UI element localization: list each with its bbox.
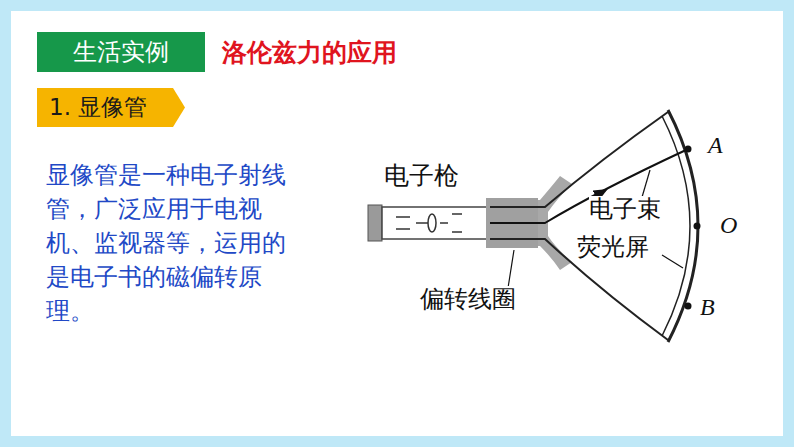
tab-label: 1. 显像管 <box>49 92 147 123</box>
slide-title: 洛伦兹力的应用 <box>222 36 397 69</box>
point-label: B <box>700 294 715 322</box>
description-text: 显像管是一种电子射线管，广泛应用于电视机、监视器等，运用的是电子书的磁偏转原理。 <box>46 158 308 328</box>
yellow-tab: 1. 显像管 <box>37 88 185 127</box>
point-label: A <box>708 132 723 160</box>
green-tab: 生活实例 <box>37 32 205 72</box>
part-name: 电子束 <box>589 196 661 224</box>
tab-label: 生活实例 <box>73 36 169 68</box>
part-name: 偏转线圈 <box>420 286 516 314</box>
part-name: 电子枪 <box>384 162 459 191</box>
part-name: 荧光屏 <box>577 234 649 262</box>
point-label: O <box>720 212 737 240</box>
